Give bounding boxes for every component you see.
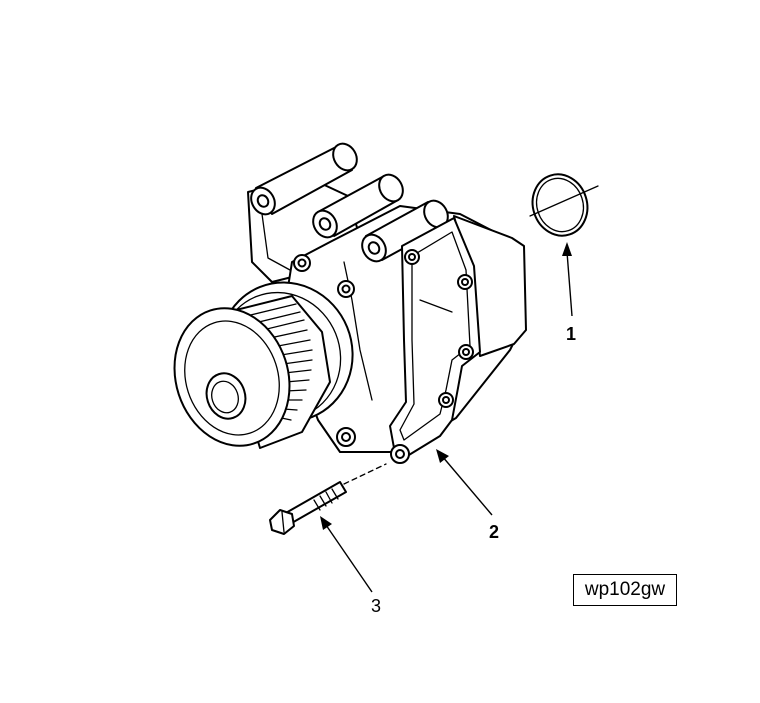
figure-reference-label: wp102gw xyxy=(573,574,677,606)
callout-number-3: 3 xyxy=(371,596,381,616)
callout-number-2: 2 xyxy=(489,522,499,542)
pump-pulley xyxy=(173,281,354,449)
callout-leader-1 xyxy=(562,242,573,317)
callout-leader-3 xyxy=(320,516,373,593)
o-ring-seal xyxy=(529,173,599,237)
flange-bolt xyxy=(269,463,387,535)
mounting-boss-upper-left xyxy=(250,142,358,216)
flange-gasket xyxy=(389,217,481,464)
mounting-boss-center xyxy=(361,199,449,263)
mounting-boss-upper-middle xyxy=(312,173,404,239)
callout-number-1: 1 xyxy=(566,324,576,344)
water-pump-assembly xyxy=(173,142,527,464)
callout-leader-2 xyxy=(436,449,493,516)
